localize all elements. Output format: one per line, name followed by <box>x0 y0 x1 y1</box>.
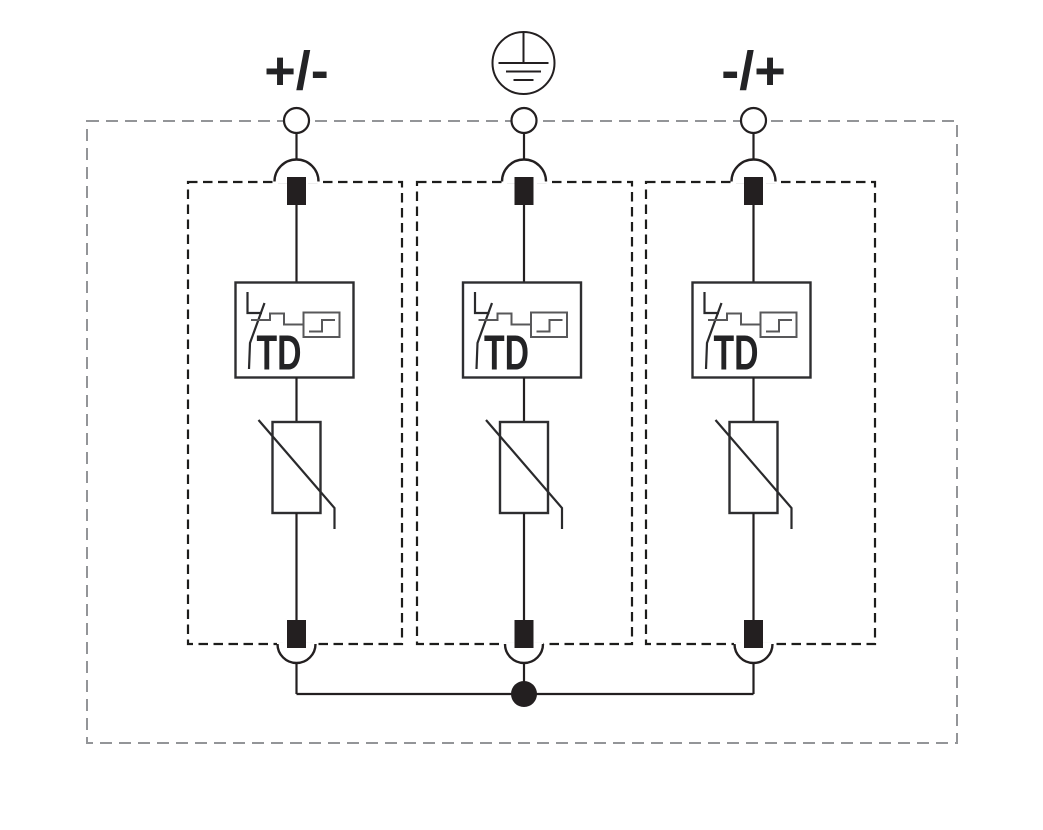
disconnect-contact <box>246 292 262 315</box>
branch-left: TD <box>186 106 404 694</box>
plug-contact-top <box>514 177 534 205</box>
device-boundary <box>86 120 958 744</box>
thermal-disconnect-monitor: TD <box>461 281 583 381</box>
varistor <box>714 419 793 529</box>
disconnect-blade <box>704 302 723 370</box>
terminal-label-left: +/- <box>264 41 329 101</box>
protection-module-boundary <box>644 180 877 646</box>
signal-output-box <box>759 311 798 338</box>
terminal-arc-top <box>500 158 548 182</box>
branch-middle: TD <box>415 106 634 694</box>
terminal-arc-top <box>730 158 777 182</box>
td-label: TD <box>257 327 302 381</box>
disconnect-contact <box>703 292 719 315</box>
plug-contact-bottom <box>287 620 306 648</box>
varistor-diagonal <box>257 419 336 529</box>
varistor-diagonal <box>485 419 564 529</box>
disconnect-contact <box>473 292 490 315</box>
varistor <box>485 419 564 529</box>
varistor-body <box>271 420 322 515</box>
disconnect-blade <box>247 302 266 370</box>
protective-earth-icon <box>491 31 556 95</box>
plug-contact-bottom <box>744 620 763 648</box>
terminal-label-right: -/+ <box>721 41 786 101</box>
signal-waveform <box>251 312 304 326</box>
signal-output-box <box>530 311 568 338</box>
terminal-arc-top <box>273 158 320 182</box>
plug-contact-top <box>744 177 763 205</box>
varistor <box>257 419 336 529</box>
signal-waveform <box>478 312 531 326</box>
branch-right: TD <box>644 106 877 694</box>
branch-terminal-node <box>739 106 768 135</box>
thermal-disconnect-monitor: TD <box>691 281 812 381</box>
td-label: TD <box>714 327 759 381</box>
branch-terminal-node <box>282 106 311 135</box>
junction-dot <box>511 681 537 707</box>
signal-step <box>766 319 792 333</box>
signal-output-box <box>302 311 341 338</box>
signal-step <box>309 319 335 333</box>
disconnect-blade <box>475 302 494 370</box>
varistor-body <box>728 420 779 515</box>
signal-waveform <box>708 312 761 326</box>
branch-terminal-node <box>510 106 538 135</box>
varistor-diagonal <box>714 419 793 529</box>
td-label: TD <box>484 327 529 381</box>
varistor-body <box>498 420 550 515</box>
signal-step <box>536 319 563 333</box>
protection-module-boundary <box>186 180 404 646</box>
thermal-disconnect-monitor: TD <box>234 281 355 381</box>
plug-contact-bottom <box>514 620 534 648</box>
plug-contact-top <box>287 177 306 205</box>
